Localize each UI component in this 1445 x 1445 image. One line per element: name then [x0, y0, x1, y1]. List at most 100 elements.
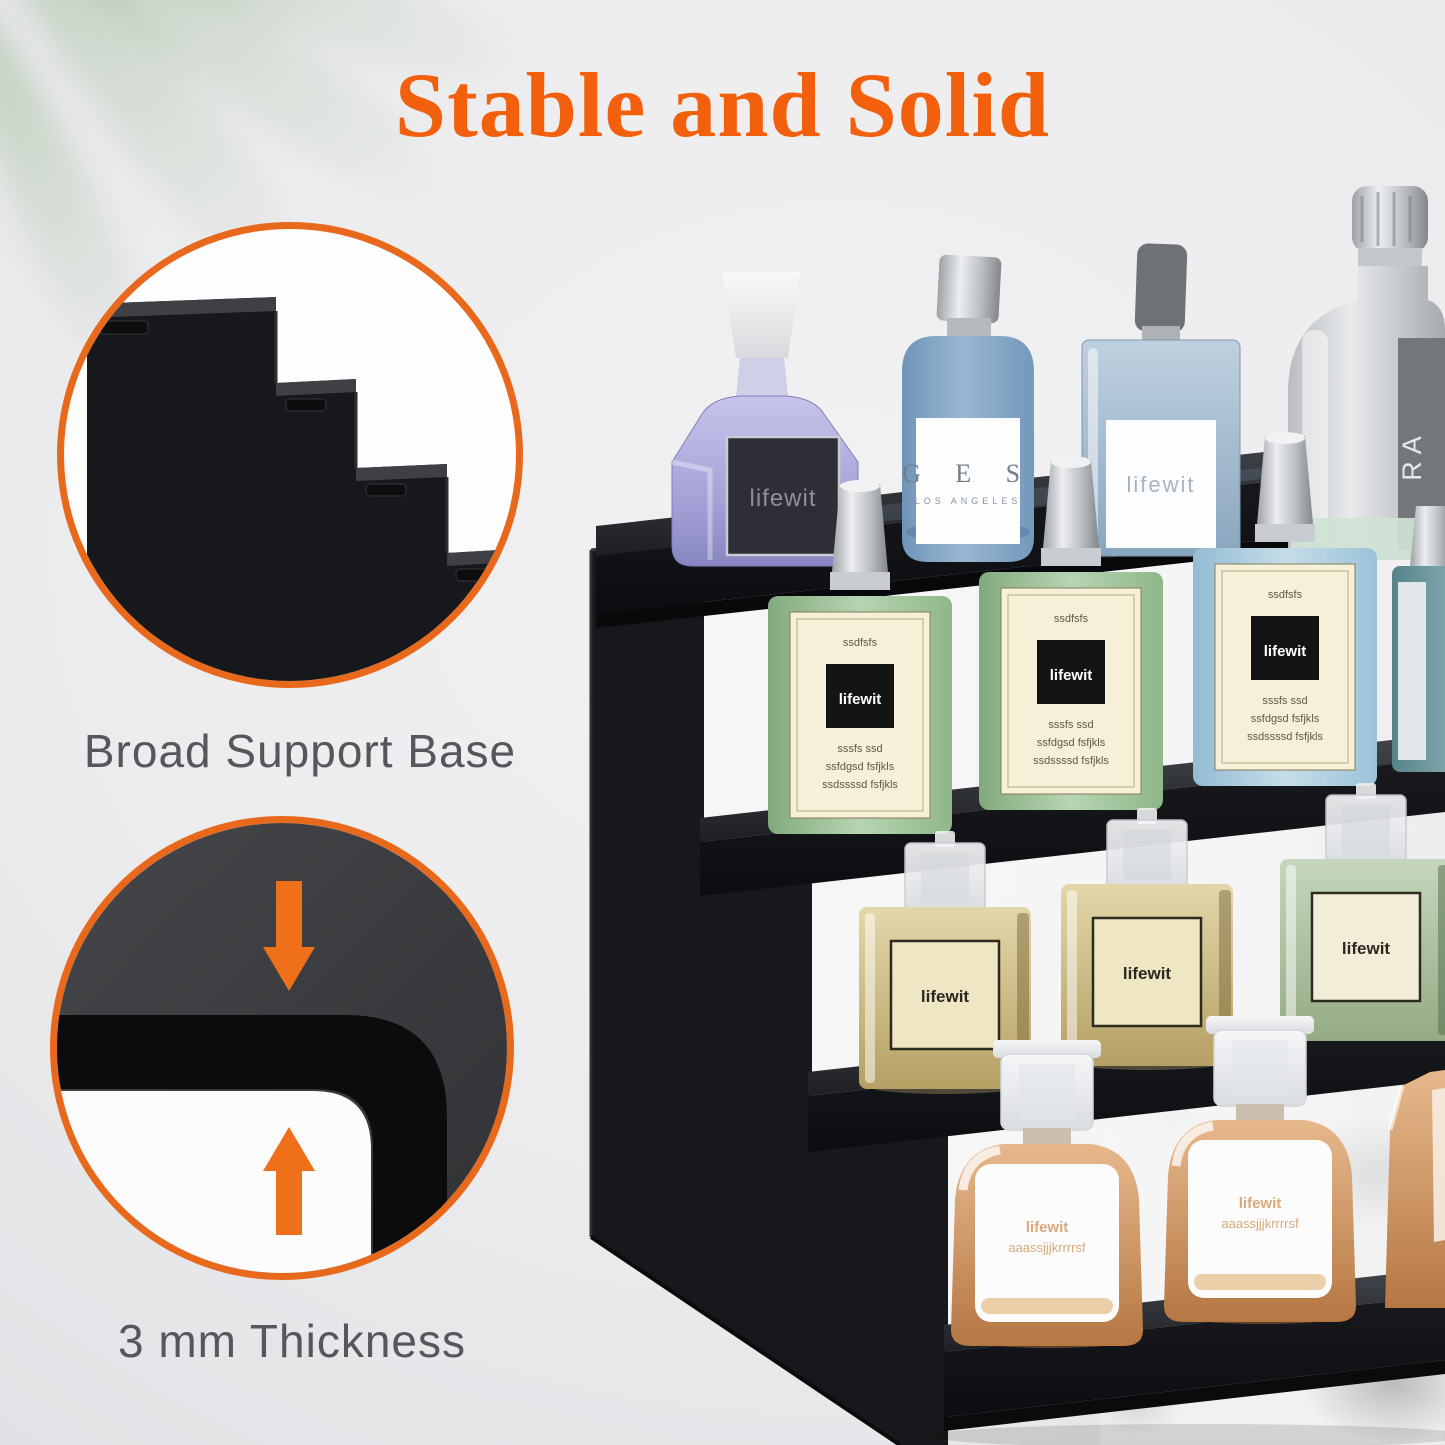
- panel-bottom-edge: [589, 1235, 902, 1445]
- gold-bottle: lifewit: [859, 831, 1031, 1089]
- riser-silhouette: [87, 297, 516, 681]
- rose-bottle: lifewit aaassjjjkrrrrsf: [951, 1040, 1143, 1346]
- cap-hollow: [1342, 805, 1390, 855]
- cap-ribs: [1360, 192, 1412, 246]
- green-spray-bottle: ssdfsfs lifewit sssfs ssd ssfdgsd fsfjkl…: [768, 480, 952, 834]
- bottle-label: [725, 435, 841, 557]
- cap-top: [1265, 432, 1305, 444]
- silver-flask-bottle: RA: [1288, 186, 1445, 560]
- bottle-label-text: lifewit: [1239, 1195, 1282, 1212]
- bottle-label-text: lifewit: [1123, 964, 1172, 983]
- cap-hollow: [921, 853, 969, 903]
- label-line: sssfs ssd: [1262, 695, 1307, 707]
- step-slot-detail: [285, 398, 327, 412]
- bottle-label-subtext: LOS ANGELES: [915, 496, 1022, 506]
- cap-ring: [1041, 548, 1101, 566]
- spray-cap: [1410, 506, 1445, 566]
- side-panel-shape: [591, 538, 948, 1445]
- cap-ring: [830, 572, 890, 590]
- label-line: ssdssssd fsfjkls: [1033, 755, 1109, 767]
- arrow-head: [263, 1127, 315, 1171]
- bottle-neck: [736, 358, 788, 396]
- step-tread-highlight: [276, 379, 356, 396]
- bottle-label-text: G E S: [902, 459, 1034, 488]
- bottle-cap: [722, 272, 800, 358]
- label-top-text: ssdfsfs: [1268, 589, 1303, 601]
- thickness-label: 3 mm Thickness: [117, 1315, 467, 1367]
- bottle-label: [1310, 891, 1422, 1003]
- cap-top: [1051, 456, 1091, 468]
- glass-highlight: [1387, 1085, 1405, 1131]
- label-border: [1221, 570, 1349, 764]
- label-line: ssdssssd fsfjkls: [1247, 731, 1323, 743]
- broad-support-base-inset: [57, 222, 523, 688]
- green-spray-bottle: ssdfsfs lifewit sssfs ssd ssfdgsd fsfjkl…: [979, 456, 1163, 810]
- bottle-label: [975, 1164, 1119, 1322]
- label-logo-square: [1037, 640, 1105, 704]
- label-logo-square: [1251, 616, 1319, 680]
- stand-shadow: [930, 1424, 1445, 1445]
- glass-highlight: [1286, 865, 1296, 1035]
- bottle-label: [1188, 1140, 1332, 1298]
- purple-perfume-bottle: lifewit: [671, 272, 859, 567]
- glass-shade: [1438, 865, 1445, 1035]
- cap-hollow: [1019, 1064, 1075, 1120]
- gold-bottle: lifewit: [1061, 808, 1233, 1066]
- bottle-label-text: lifewit: [1026, 1219, 1069, 1236]
- cap-top: [840, 480, 880, 492]
- bottle-label-text: lifewit: [921, 987, 970, 1006]
- up-arrow-icon: [263, 1127, 315, 1235]
- green-glass-bottle: lifewit: [1280, 783, 1445, 1041]
- arrow-head: [263, 947, 315, 991]
- label-bottom-band: [981, 1298, 1113, 1314]
- broad-support-base-label: Broad Support Base: [83, 725, 517, 777]
- bottle-neck: [1142, 326, 1180, 342]
- bottle-neck: [1358, 248, 1422, 270]
- bottle-label-text: lifewit: [1126, 472, 1195, 497]
- bottle-cap: [1134, 243, 1188, 333]
- label-logo-text: lifewit: [839, 691, 882, 708]
- spray-cap: [1257, 436, 1313, 524]
- blue-cylinder-bottle: G E S LOS ANGELES: [902, 254, 1034, 562]
- rosegold-angular-bottle-partial: [1385, 1070, 1445, 1308]
- glass-facet: [671, 459, 713, 560]
- glass-highlight: [865, 913, 875, 1083]
- label-line: ssfdgsd fsfjkls: [826, 761, 895, 773]
- step-riser-edges: [274, 311, 449, 553]
- cap-hollow: [1232, 1040, 1288, 1096]
- label-border: [796, 618, 924, 812]
- shelf-bottom-lip: [944, 1360, 1445, 1431]
- glass-highlight: [958, 1145, 1002, 1191]
- bottle-label-text: lifewit: [749, 485, 816, 512]
- bottle-label: [1432, 1088, 1445, 1242]
- label-line: sssfs ssd: [837, 743, 882, 755]
- step-tread-highlight: [356, 464, 447, 481]
- label-top-text: ssdfsfs: [843, 637, 878, 649]
- bottle-neck: [947, 318, 991, 338]
- spray-cap: [1043, 460, 1099, 548]
- stepped-riser-illustration: [87, 297, 516, 681]
- label-border: [1007, 594, 1135, 788]
- down-arrow-icon: [263, 881, 315, 991]
- glass-highlight: [1067, 890, 1077, 1060]
- thickness-inset: [50, 816, 514, 1280]
- bottle-label-text: lifewit: [1342, 939, 1391, 958]
- arrow-shaft: [276, 881, 302, 949]
- label-line: ssfdgsd fsfjkls: [1251, 713, 1320, 725]
- label-logo-text: lifewit: [1050, 667, 1093, 684]
- stripe-text: RA: [1397, 429, 1427, 481]
- bottle-label: [1091, 916, 1203, 1028]
- cap-hollow: [1123, 830, 1171, 880]
- neck-rings: [1236, 1104, 1284, 1122]
- bottle-label: [889, 939, 1001, 1051]
- label-line: sssfs ssd: [1048, 719, 1093, 731]
- blue-spray-bottle: ssdfsfs lifewit sssfs ssd ssfdgsd fsfjkl…: [1193, 432, 1377, 786]
- shelf-front-face: [700, 758, 1445, 896]
- label-logo-text: lifewit: [1264, 643, 1307, 660]
- bottle-body: [1385, 1070, 1445, 1308]
- step-slot-detail: [365, 483, 407, 497]
- label-logo-square: [826, 664, 894, 728]
- panel-thickness-illustration: [57, 823, 507, 1273]
